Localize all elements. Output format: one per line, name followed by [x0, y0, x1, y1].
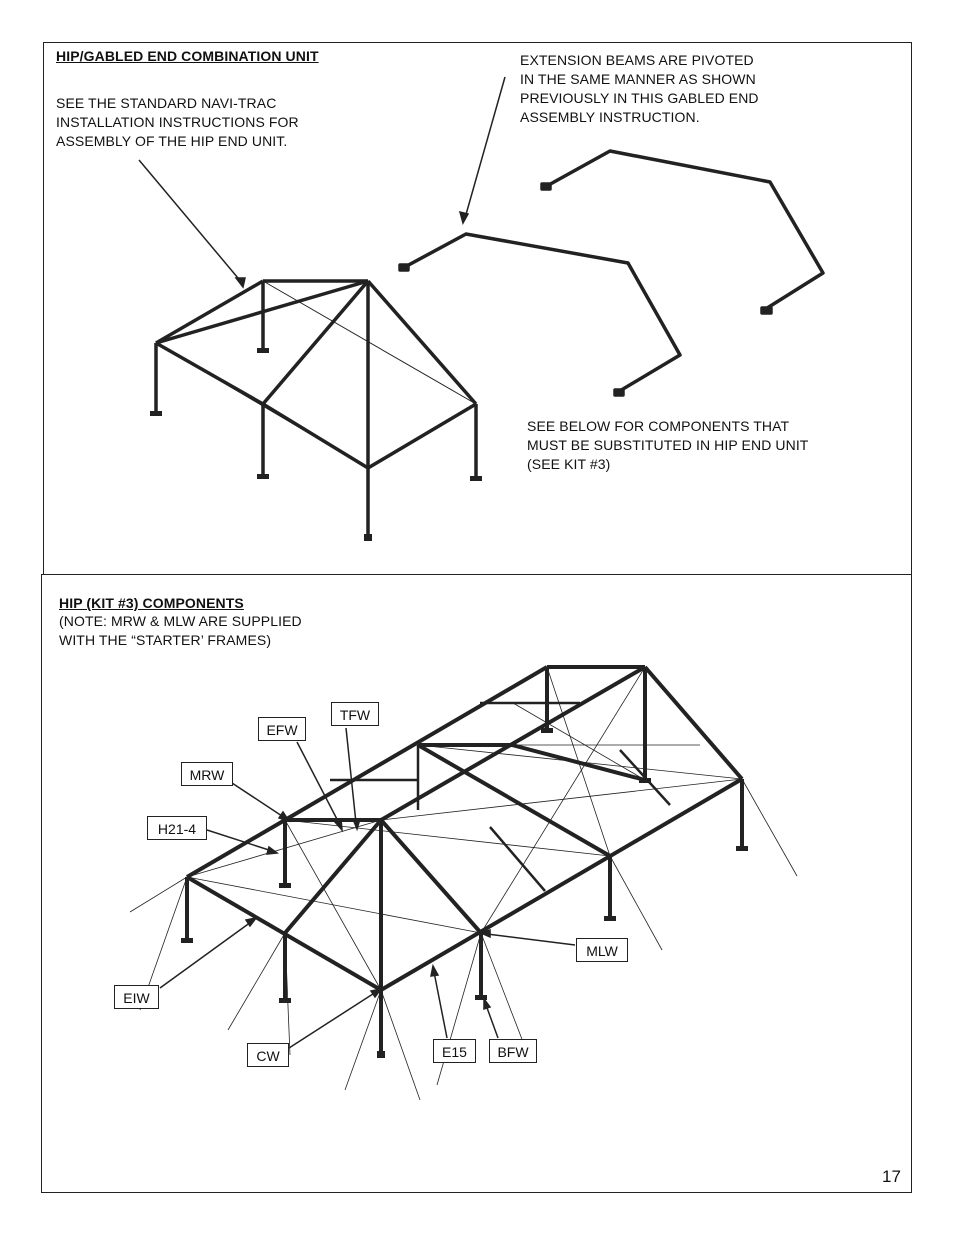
label-bfw: BFW [489, 1039, 537, 1063]
label-eiw: EIW [114, 985, 159, 1009]
bottom-panel [41, 574, 912, 1193]
top-right-note: EXTENSION BEAMS ARE PIVOTED IN THE SAME … [520, 52, 759, 125]
label-efw: EFW [258, 717, 306, 741]
top-arrows [138, 76, 506, 289]
top-bottom-note: SEE BELOW FOR COMPONENTS THAT MUST BE SU… [527, 418, 809, 472]
top-title: HIP/GABLED END COMBINATION UNIT [56, 48, 319, 64]
label-tfw: TFW [331, 702, 379, 726]
hip-kit3-frame-drawing [129, 665, 798, 1101]
page-number: 17 [882, 1167, 901, 1186]
component-arrows [159, 727, 576, 1049]
label-h21-4: H21-4 [147, 816, 207, 840]
extension-beam-back [540, 149, 825, 315]
label-mlw: MLW [576, 938, 628, 962]
bottom-note: (NOTE: MRW & MLW ARE SUPPLIED WITH THE “… [59, 613, 302, 648]
label-mrw: MRW [181, 762, 233, 786]
label-cw: CW [247, 1043, 289, 1067]
label-e15: E15 [433, 1039, 476, 1063]
bottom-title: HIP (KIT #3) COMPONENTS [59, 595, 244, 611]
extension-beam-front [398, 232, 682, 397]
top-left-note: SEE THE STANDARD NAVI-TRAC INSTALLATION … [56, 95, 299, 149]
hip-end-unit-drawing [150, 279, 482, 541]
